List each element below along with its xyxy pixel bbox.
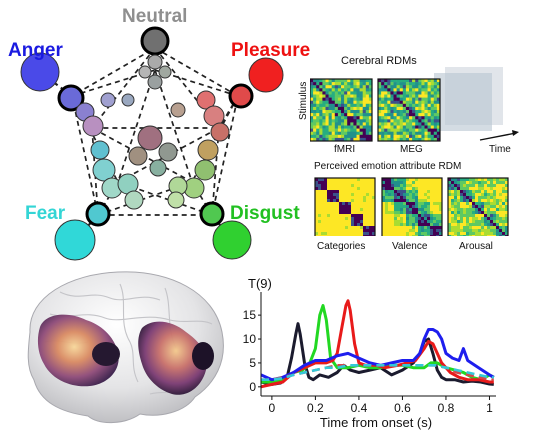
chart-axes: 0 5 10 15 0 0.2 0.4 0.6 0.8 1 [243,292,496,415]
fmri-rdm-matrix [310,78,373,142]
activation-cluster-right-core [192,342,214,370]
emotion-label-disgust: Disgust [230,203,300,224]
fmri-label: fMRI [334,144,356,155]
meg-rdm-matrix [377,78,441,142]
time-label: Time [489,144,511,155]
activation-cluster-left-core [92,342,120,366]
x-tick-label: 0.4 [351,401,368,415]
arousal-label: Arousal [459,241,493,252]
emotion-label-fear: Fear [25,203,66,224]
categories-label: Categories [317,241,366,252]
t-statistic-time-course-chart: 0 5 10 15 0 0.2 0.4 0.6 0.8 1 T(9) Time from onse… [243,276,496,430]
valence-rdm-matrix [381,177,443,236]
stimulus-axis-label: Stimulus [298,81,309,120]
meg-rdm-time-copy [434,73,492,131]
series-line-0 [260,322,494,386]
time-arrow [479,132,517,141]
x-tick-label: 0.6 [394,401,411,415]
time-arrow-head [512,130,519,136]
perceived-emotion-rdm-title: Perceived emotion attribute RDM [314,161,462,172]
brain-render [27,271,224,423]
x-tick-label: 0.8 [438,401,455,415]
chart-y-axis-label: T(9) [248,276,272,291]
activation-cluster-left [37,314,119,387]
y-tick-label: 15 [243,308,257,322]
chart-series-group [260,299,495,389]
cerebral-rdms-title: Cerebral RDMs [341,55,417,67]
cerebral-rdm-matrices [310,67,519,142]
categories-rdm-matrix [314,177,376,236]
y-tick-label: 0 [249,380,256,394]
chart-x-axis-label: Time from onset (s) [320,415,432,430]
arousal-rdm-matrix [447,177,509,236]
series-line-3 [260,328,495,382]
valence-label: Valence [392,241,428,252]
emotion-label-anger: Anger [8,40,63,61]
x-tick-label: 0 [269,401,276,415]
x-tick-label: 0.2 [307,401,324,415]
meg-label: MEG [400,144,423,155]
activation-cluster-right [138,321,207,395]
x-tick-label: 1 [486,401,493,415]
series-line-5 [261,364,494,381]
y-tick-label: 5 [249,356,256,370]
emotion-label-pleasure: Pleasure [231,40,311,61]
emotion-label-neutral: Neutral [122,6,188,27]
emotion-pentagon-diagram [20,26,284,261]
emotion-circles [20,26,284,261]
y-tick-label: 10 [243,332,257,346]
perceived-rdm-matrices [314,177,509,236]
